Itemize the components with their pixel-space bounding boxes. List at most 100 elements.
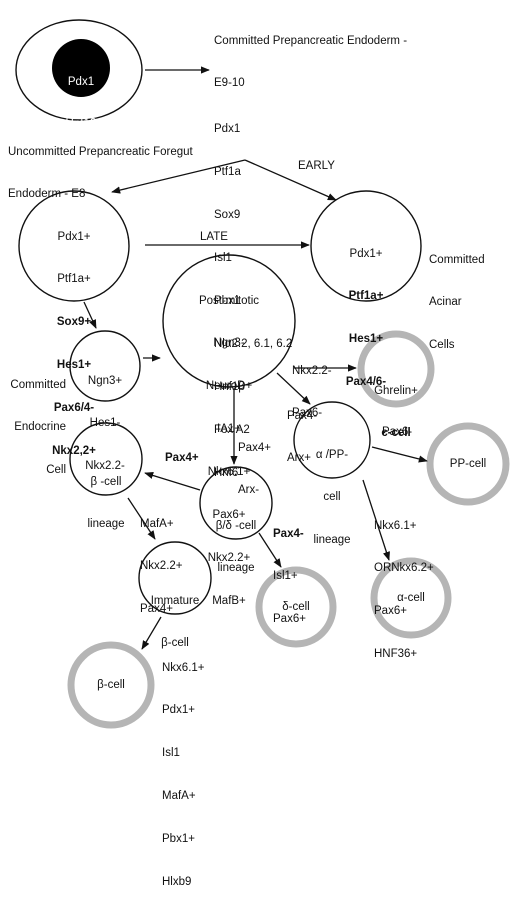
ghrelin-edge-factor: Pax6- [292,407,323,420]
acinar-marker: Pax4/6- [345,376,387,389]
committed-endoderm-stage: E9-10 [214,77,245,90]
endoderm-marker: Hnf1β [214,380,245,393]
postmitotic-marker: Pax6+ [212,509,246,522]
endocrine-markers: Ngn3+ Hes1- Nkx2.2- [75,345,135,488]
foregut-caption-line: Endoderm - E8 [8,188,86,201]
progenitor-cell [18,190,130,302]
beta-edge-factor: MafA+ [162,790,196,803]
acinar-marker: Hes1+ [348,333,384,346]
alpha-pp-lineage-label: α /PP- cell lineage [297,419,367,562]
arrow-postmitotic-to-alpha-pp [276,372,311,405]
acinar-caption-line: Cells [429,339,455,352]
endoderm-marker: Isl1 [214,252,232,265]
endocrine-caption-line: Endocrine [14,421,66,434]
endoderm-marker: Nlα2.2, 6.1, 6.2 [214,337,293,350]
endoderm-marker: Fox A2 [214,423,250,436]
delta-edge-label: Pax4- Isl1+ Pax6+ [273,498,306,641]
immature-beta-label: Immature β-cell [140,565,210,665]
beta-delta-edge-label: Pax4+ Arx- [238,412,271,512]
progenitor-marker: Pax6/4- [53,402,95,415]
endocrine-caption: Committed Endocrine Cell [0,349,66,492]
committed-endoderm-block: Committed Prepancreatic Endoderm - E9-10… [214,5,407,494]
acinar-marker: Pdx1+ [349,247,383,260]
endoderm-marker: Pdx1 [214,123,241,136]
beta-delta-label-line: β/δ -cell [215,519,257,532]
alpha-cell [370,557,452,639]
ghrelin-edge-factor: Nkx2.2- [292,364,332,377]
delta-edge-factor: Pax4- [273,527,304,540]
foregut-marker: Pdx1 [67,75,95,88]
pp-edge-label: Pax6- [382,426,413,438]
endocrine-marker: Nkx2.2- [85,460,125,473]
postmitotic-marker: NeuroD+ [205,380,253,393]
immature-beta-label-line: β-cell [161,637,189,650]
beta-edge-factor: Pdx1+ [162,704,195,717]
beta-cell [67,641,155,729]
alpha-edge-factor: ORNkx6.2+ [374,562,434,575]
alpha-pp-label-line: lineage [313,534,351,547]
foregut-outer-cell [15,19,143,121]
progenitor-marker: Sox9+ [56,316,92,329]
alpha-pp-label-line: cell [323,491,341,504]
diagram-canvas: Pdx1 Hnf1β FoxA2 Uncommitted Prepancreat… [0,5,510,888]
postmitotic-marker: MafB+ [212,594,246,607]
endocrine-caption-line: Committed [10,378,66,391]
diagram-graphics [15,19,510,729]
arrow-alpha-pp-to-pp [371,446,428,463]
late-label: LATE [200,231,228,243]
immature-edge-label: MafA+ Nkx2.2+ Pax4+ [140,488,183,631]
arrow-endoderm-to-progenitor [111,159,246,194]
alpha-pp-lineage-cell [293,401,371,479]
alpha-edge-factor: HNF36+ [374,648,418,661]
acinar-cell [310,190,422,302]
beta-lineage-label: β -cell lineage [71,446,141,546]
alpha-pp-edge-factor: Arx+ [287,452,311,465]
acinar-caption-line: Acinar [429,296,462,309]
arrow-beta-delta-to-delta [258,532,282,568]
progenitor-marker: Ptf1a+ [57,273,91,286]
immature-beta-label-line: Immature [150,594,200,607]
endocrine-cell [69,330,141,402]
delta-cell-label: δ-cell [282,601,310,613]
pp-cell [426,422,510,506]
delta-edge-factor: Pax6+ [273,613,306,626]
immature-edge-factor: Nkx2.2+ [140,560,183,573]
endoderm-marker: Sox9 [214,209,241,222]
ghrelin-edge-label: Nkx2.2- Pax6- [292,335,332,435]
foregut-caption: Uncommitted Prepancreatic Foregut Endode… [8,116,193,216]
endocrine-marker: Hes1- [89,417,121,430]
alpha-pp-edge-label: Pax4- Arx+ [287,380,317,480]
beta-lineage-label-line: lineage [87,518,125,531]
ghrelin-cell-label: Ghrelin+ є-cell [361,355,431,455]
beta-edge-label: Nkx6.1+ Pdx1+ Isl1 MafA+ Pbx1+ Hlxb9 [162,632,205,904]
early-label: EARLY [298,160,335,172]
alpha-cell-label: α-cell [397,592,425,604]
postmitotic-cell [162,254,296,388]
alpha-edge-factor: Nkx6.1+ [374,519,417,532]
beta-delta-lineage-label: β/δ -cell lineage [201,490,271,590]
alpha-pp-label-line: α /PP- [315,448,349,461]
postmitotic-markers: Post-mitotic Ngn3- NeuroD+ IA1+ Nkx6.1+ … [179,265,279,622]
acinar-caption: Committed Acinar Cells [429,224,485,367]
progenitor-markers: Pdx1+ Ptf1a+ Sox9+ Hes1+ Pax6/4- Nkx2,2+ [29,201,119,473]
foregut-caption-line: Uncommitted Prepancreatic Foregut [8,145,193,158]
postmitotic-marker: Post-mitotic [198,294,260,307]
beta-lineage-edge-label: Pax4+ [165,452,199,464]
acinar-caption-line: Committed [429,253,485,266]
delta-cell [255,566,337,648]
postmitotic-marker: IA1+ [217,423,241,436]
endoderm-marker: Hnf6 [214,466,239,479]
beta-delta-edge-factor: Pax4+ [238,441,271,454]
acinar-markers: Pdx1+ Ptf1a+ Hes1+ Pax4/6- [326,218,406,404]
progenitor-marker: Nkx2,2+ [52,445,96,458]
arrow-immature-to-beta [141,616,162,650]
immature-beta-cell [138,541,212,615]
postmitotic-marker: Nkx6.1+ [207,466,251,479]
beta-delta-edge-factor: Arx- [238,484,260,497]
beta-cell-label: β-cell [97,679,125,691]
alpha-edge-label: Nkx6.1+ ORNkx6.2+ Pax6+ HNF36+ [374,490,434,676]
arrow-alpha-pp-to-alpha [362,479,390,561]
arrow-progenitor-to-endocrine [83,301,97,329]
beta-delta-lineage-cell [199,466,273,540]
endocrine-marker: Ngn3+ [87,374,123,387]
